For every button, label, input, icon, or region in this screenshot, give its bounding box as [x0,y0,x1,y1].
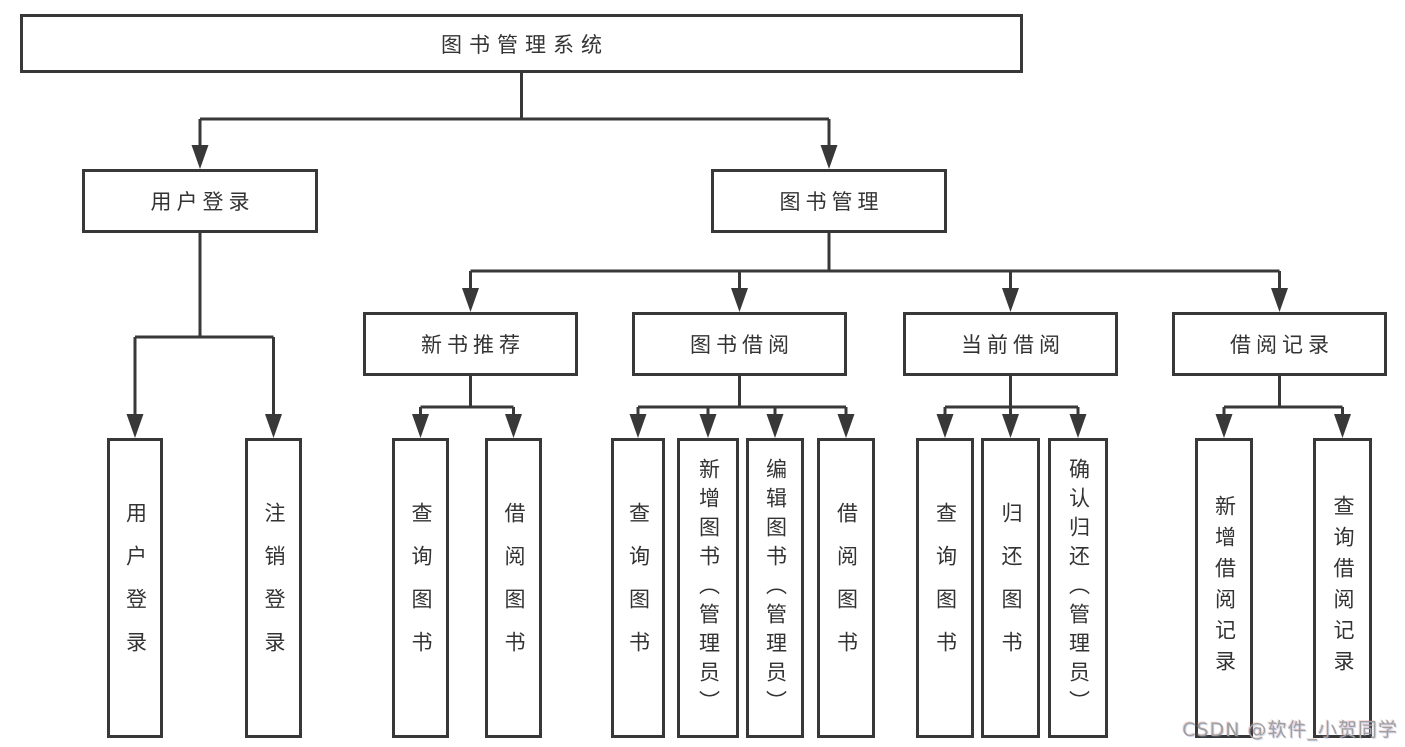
leaf-nb-borrow-book: 借阅图书 [485,438,542,738]
leaf-br-query-record-label: 查询借阅记录 [1331,495,1355,681]
node-borrow-records-label: 借阅记录 [1230,333,1334,357]
leaf-nb-borrow-book-label: 借阅图书 [502,502,526,674]
leaf-bb-edit-book: 编辑图书（管理员） [746,438,804,738]
leaf-cb-query-book-label: 查询图书 [933,502,958,674]
node-current-borrow-label: 当前借阅 [961,333,1065,357]
node-book-mgmt: 图书管理 [711,169,947,233]
leaf-br-add-record-label: 新增借阅记录 [1212,495,1237,681]
leaf-logout: 注销登录 [245,438,302,738]
leaf-bb-query-book: 查询图书 [611,438,665,738]
node-new-book-rec: 新书推荐 [363,312,578,376]
leaf-bb-borrow-book-label: 借阅图书 [834,502,859,674]
node-book-mgmt-label: 图书管理 [779,190,884,214]
leaf-br-query-record: 查询借阅记录 [1313,438,1372,738]
node-root: 图书管理系统 [20,14,1023,73]
leaf-cb-return-book-label: 归还图书 [999,502,1023,674]
leaf-bb-borrow-book: 借阅图书 [817,438,875,738]
leaf-cb-confirm-return-label: 确认归还（管理员） [1066,457,1091,719]
node-current-borrow: 当前借阅 [903,312,1118,376]
leaf-cb-return-book: 归还图书 [981,438,1040,738]
leaf-user-login: 用户登录 [107,438,163,738]
leaf-logout-label: 注销登录 [262,502,286,674]
leaf-bb-add-book: 新增图书（管理员） [677,438,739,738]
leaf-nb-query-book-label: 查询图书 [409,502,433,674]
node-user-login-label: 用户登录 [150,190,255,214]
leaf-bb-add-book-label: 新增图书（管理员） [696,457,721,719]
leaf-user-login-label: 用户登录 [123,502,148,674]
leaf-bb-query-book-label: 查询图书 [626,502,651,674]
leaf-cb-query-book: 查询图书 [916,438,974,738]
csdn-watermark: CSDN @软件_小贺同学 [1182,719,1398,741]
node-borrow-records: 借阅记录 [1172,312,1387,376]
leaf-br-add-record: 新增借阅记录 [1195,438,1253,738]
leaf-cb-confirm-return: 确认归还（管理员） [1048,438,1108,738]
leaf-bb-edit-book-label: 编辑图书（管理员） [763,457,788,719]
leaf-nb-query-book: 查询图书 [392,438,449,738]
node-book-borrow: 图书借阅 [632,312,847,376]
node-root-label: 图书管理系统 [441,32,609,57]
node-book-borrow-label: 图书借阅 [690,333,794,357]
node-user-login: 用户登录 [82,169,318,233]
node-new-book-rec-label: 新书推荐 [421,333,525,357]
